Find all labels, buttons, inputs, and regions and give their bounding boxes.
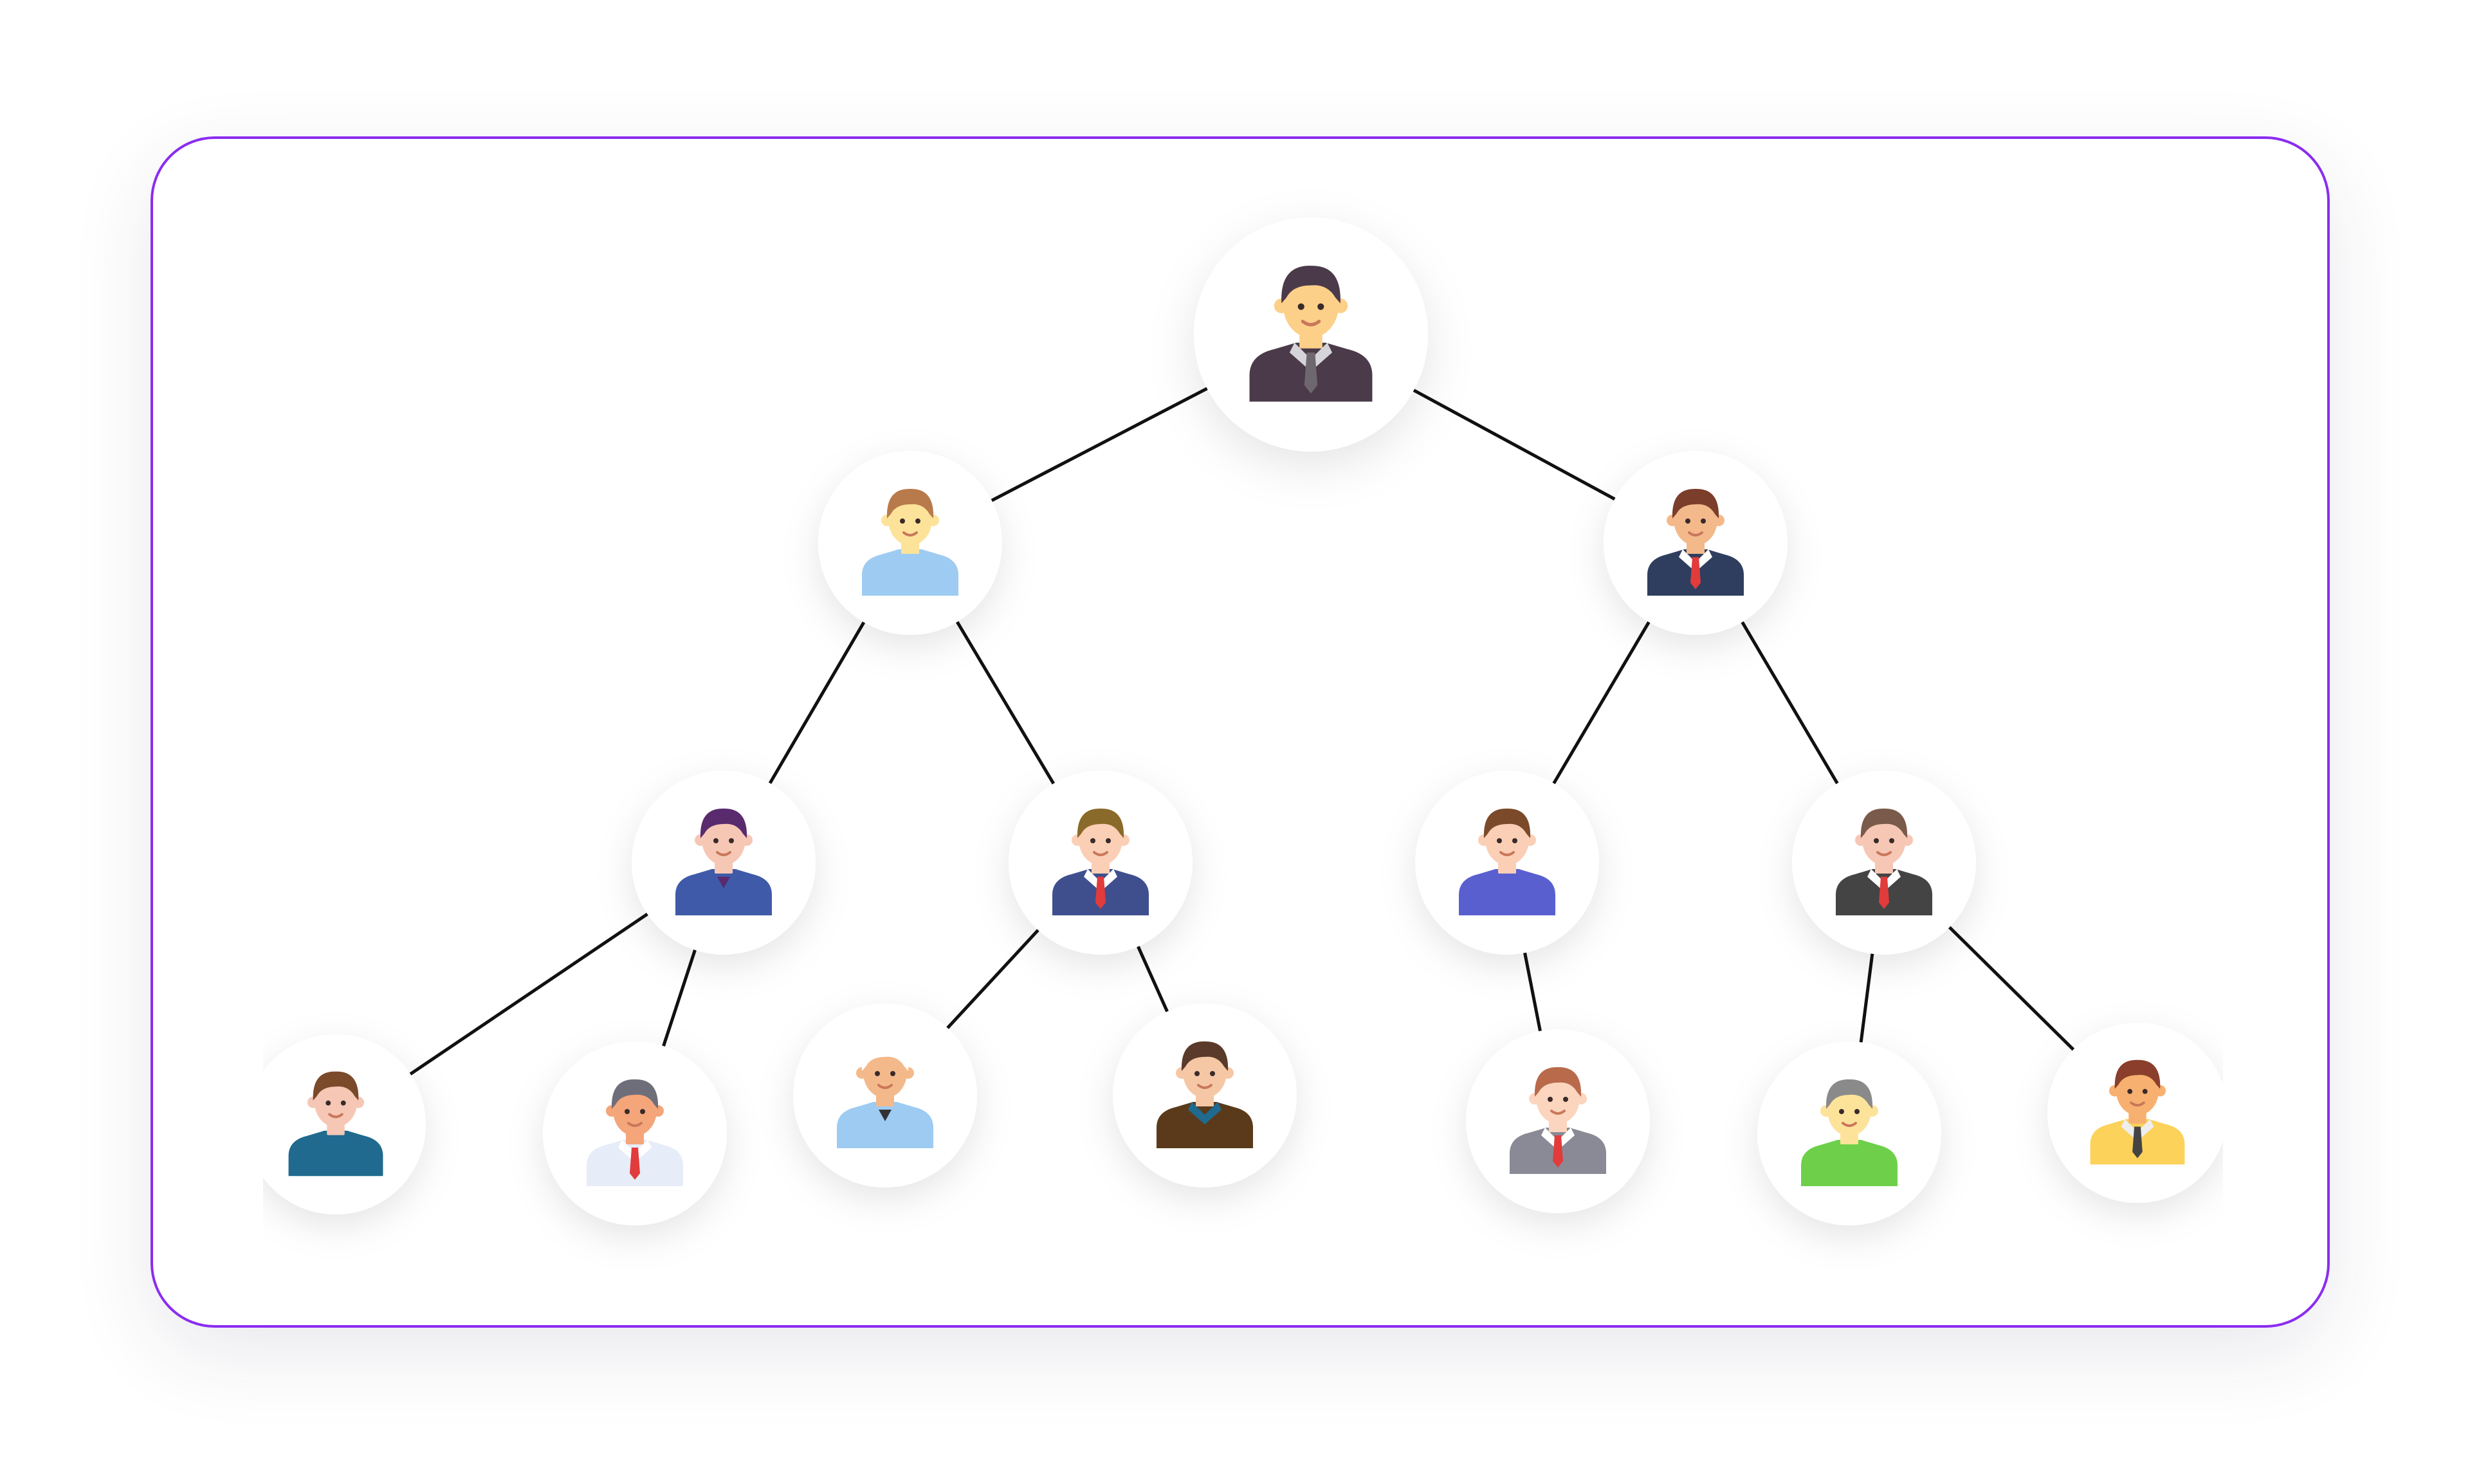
person-avatar-icon bbox=[1647, 488, 1744, 596]
node-l3d[interactable] bbox=[1113, 1003, 1297, 1187]
person-avatar-icon bbox=[1459, 808, 1555, 915]
node-l3a[interactable] bbox=[246, 1034, 426, 1214]
node-l2b[interactable] bbox=[1009, 771, 1193, 955]
node-l3b[interactable] bbox=[543, 1041, 727, 1225]
person-avatar-icon bbox=[675, 808, 772, 915]
person-avatar-icon bbox=[1836, 808, 1932, 915]
person-avatar-icon bbox=[1801, 1079, 1898, 1186]
person-avatar-icon bbox=[1052, 808, 1149, 915]
node-l1a[interactable] bbox=[818, 451, 1002, 635]
node-l2d[interactable] bbox=[1792, 771, 1976, 955]
node-l3c[interactable] bbox=[793, 1003, 977, 1187]
node-l1b[interactable] bbox=[1604, 451, 1788, 635]
node-root[interactable] bbox=[1194, 217, 1428, 452]
person-avatar-icon bbox=[862, 488, 958, 596]
person-avatar-icon bbox=[2090, 1059, 2185, 1165]
person-avatar-icon bbox=[837, 1041, 933, 1148]
node-l3f[interactable] bbox=[1757, 1041, 1941, 1225]
person-avatar-icon bbox=[587, 1079, 683, 1186]
node-l2a[interactable] bbox=[632, 771, 816, 955]
person-avatar-icon bbox=[1249, 266, 1373, 402]
person-avatar-icon bbox=[1157, 1041, 1253, 1148]
node-l2c[interactable] bbox=[1415, 771, 1599, 955]
node-l3e[interactable] bbox=[1466, 1029, 1650, 1213]
person-avatar-icon bbox=[1510, 1067, 1606, 1174]
node-l3g[interactable] bbox=[2047, 1023, 2228, 1203]
person-avatar-icon bbox=[288, 1071, 383, 1177]
nodes-layer bbox=[246, 217, 2228, 1225]
